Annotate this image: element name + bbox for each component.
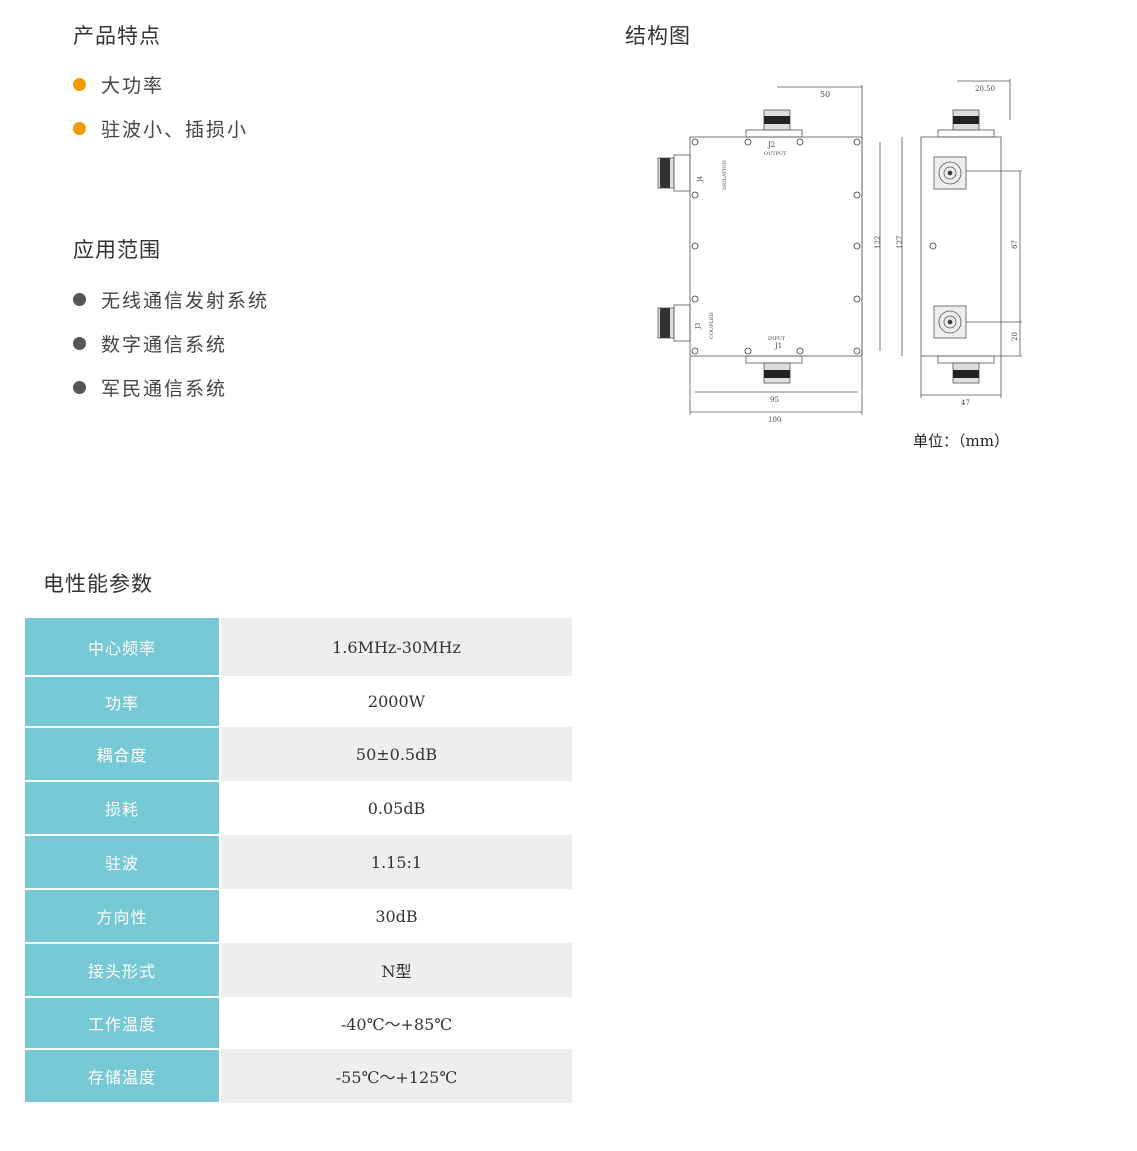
spec-value: 2000W	[220, 676, 572, 727]
dim-label: 127	[896, 236, 904, 249]
bullet-icon	[73, 292, 86, 306]
list-item: 大功率	[73, 62, 248, 106]
dim-label: 47	[961, 399, 970, 407]
table-row: 工作温度-40℃～+85℃	[25, 997, 572, 1050]
bullet-icon	[73, 380, 86, 394]
structure-title: 结构图	[625, 24, 691, 48]
features-title: 产品特点	[73, 24, 161, 48]
spec-label: 方向性	[25, 889, 221, 944]
front-body	[689, 136, 863, 357]
spec-value: N型	[220, 943, 572, 997]
spec-label: 驻波	[25, 835, 221, 890]
specs-title: 电性能参数	[43, 572, 153, 596]
list-item: 驻波小、插损小	[73, 106, 248, 150]
features-list: 大功率 驻波小、插损小	[73, 62, 248, 150]
unit-label: 单位：（mm）	[913, 432, 1009, 450]
port-label: INPUT	[768, 336, 786, 342]
spec-label: 耦合度	[25, 727, 221, 782]
dim-label: 50	[820, 90, 830, 99]
spec-label: 功率	[25, 676, 221, 728]
side-connector-flange	[933, 156, 967, 339]
port-label: OUTPUT	[764, 151, 787, 157]
spec-value: -55℃～+125℃	[220, 1049, 572, 1103]
spec-label: 损耗	[25, 781, 221, 836]
bullet-icon	[73, 77, 86, 91]
feature-text: 大功率	[101, 74, 165, 97]
port-label: J3	[695, 323, 702, 330]
application-text: 数字通信系统	[101, 333, 228, 356]
port-label: J4	[697, 176, 704, 183]
list-item: 无线通信发射系统	[73, 277, 269, 321]
bullet-icon	[73, 121, 86, 135]
dim-label: 87	[1011, 240, 1019, 249]
spec-value: 1.15:1	[220, 835, 572, 889]
application-text: 军民通信系统	[101, 377, 228, 400]
spec-value: 0.05dB	[220, 781, 572, 835]
dim-label: 20	[1011, 332, 1019, 341]
spec-label: 接头形式	[25, 943, 221, 998]
port-label: J2	[767, 141, 775, 149]
port-label: J1	[774, 342, 782, 350]
spec-value: 1.6MHz-30MHz	[220, 618, 572, 676]
port-label: ISOLATION	[722, 159, 728, 190]
dim-label: 122	[874, 236, 882, 249]
spec-label: 中心频率	[25, 618, 221, 677]
port-label: COUPLED	[709, 313, 715, 339]
dim-label: 100	[768, 416, 781, 424]
screws	[691, 138, 937, 355]
applications-title: 应用范围	[73, 238, 161, 262]
spec-value: -40℃～+85℃	[220, 997, 572, 1049]
dim-label: 20.50	[975, 85, 995, 93]
dim-label: 95	[770, 396, 779, 404]
list-item: 数字通信系统	[73, 321, 269, 365]
spec-label: 存储温度	[25, 1049, 221, 1104]
feature-text: 驻波小、插损小	[101, 118, 249, 141]
table-row: 存储温度-55℃～+125℃	[25, 1049, 572, 1104]
bullet-icon	[73, 336, 86, 350]
list-item: 军民通信系统	[73, 365, 269, 409]
spec-value: 30dB	[220, 889, 572, 943]
application-text: 无线通信发射系统	[101, 289, 270, 312]
structure-drawing: 50 J2 OUTPUT J4 ISOLATION J3 COUPLED J1 …	[657, 79, 1022, 424]
applications-list: 无线通信发射系统 数字通信系统 军民通信系统	[73, 277, 269, 409]
top-flange	[745, 129, 803, 138]
spec-label: 工作温度	[25, 997, 221, 1050]
spec-value: 50±0.5dB	[220, 727, 572, 781]
